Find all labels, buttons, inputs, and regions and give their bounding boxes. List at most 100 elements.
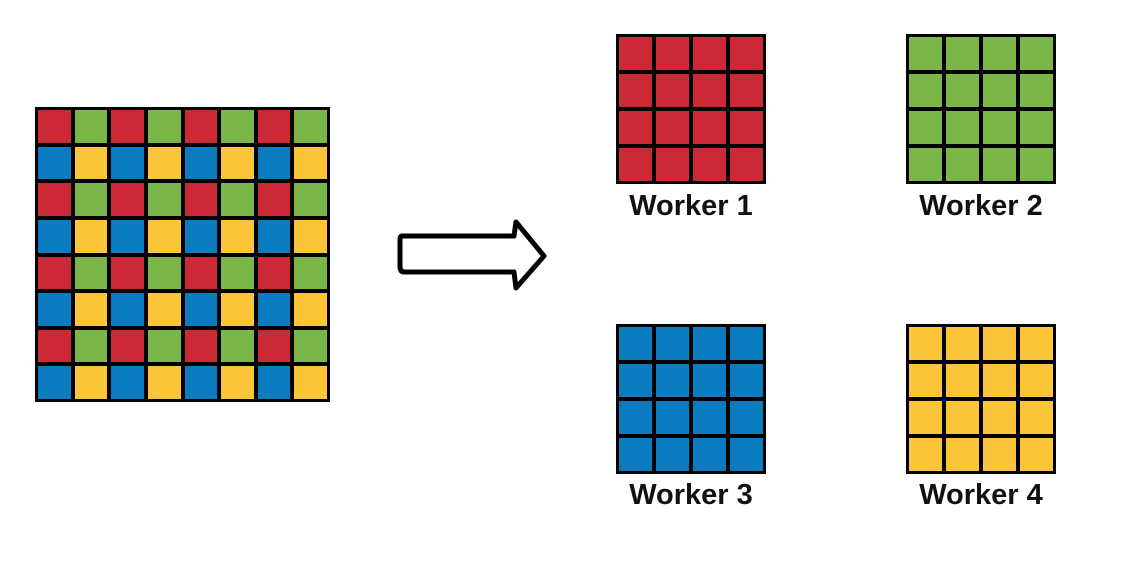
worker-2-cell: [946, 37, 979, 70]
worker-1-cell: [730, 74, 763, 107]
worker-1-cell: [656, 74, 689, 107]
source-cell-blue: [184, 219, 218, 253]
source-cell-yellow: [147, 366, 181, 399]
worker-3-cell: [619, 438, 652, 471]
worker-2-cell: [946, 111, 979, 144]
worker-1-cell: [730, 148, 763, 181]
source-cell-green: [294, 256, 327, 290]
source-cell-blue: [184, 293, 218, 326]
source-cell-green: [74, 110, 108, 143]
worker-1-grid: [616, 34, 766, 184]
source-cell-red: [257, 256, 291, 290]
worker-3-cell: [730, 364, 763, 397]
worker-2-label: Worker 2: [919, 190, 1043, 222]
worker-3-cell: [730, 438, 763, 471]
source-cell-yellow: [294, 366, 327, 399]
worker-1-cell: [730, 37, 763, 70]
source-cell-yellow: [221, 366, 254, 399]
source-cell-blue: [111, 293, 144, 326]
worker-2-cell: [983, 148, 1016, 181]
source-cell-red: [38, 183, 71, 216]
source-cell-blue: [257, 293, 291, 326]
source-cell-blue: [257, 219, 291, 253]
source-cell-blue: [111, 219, 144, 253]
source-cell-red: [111, 110, 144, 143]
source-cell-red: [257, 183, 291, 216]
worker-1-cell: [619, 74, 652, 107]
worker-4-cell: [1020, 438, 1053, 471]
worker-4-cell: [983, 364, 1016, 397]
source-cell-green: [147, 329, 181, 363]
worker-2-cell: [1020, 74, 1053, 107]
worker-2-cell: [946, 148, 979, 181]
source-cell-red: [184, 256, 218, 290]
worker-1-cell: [619, 37, 652, 70]
source-cell-red: [257, 110, 291, 143]
worker-1-cell: [730, 111, 763, 144]
source-cell-red: [184, 329, 218, 363]
source-cell-green: [294, 183, 327, 216]
worker-4-cell: [909, 438, 942, 471]
source-cell-yellow: [147, 293, 181, 326]
right-arrow-icon: [397, 219, 547, 291]
source-cell-blue: [184, 366, 218, 399]
worker-1-cell: [693, 37, 726, 70]
source-cell-yellow: [147, 146, 181, 180]
worker-4-cell: [1020, 327, 1053, 360]
source-cell-red: [38, 110, 71, 143]
source-cell-yellow: [294, 146, 327, 180]
worker-2-cell: [983, 111, 1016, 144]
worker-1-cell: [619, 111, 652, 144]
worker-2-cell: [909, 148, 942, 181]
worker-1-cell: [693, 74, 726, 107]
worker-3-cell: [730, 327, 763, 360]
source-cell-red: [38, 256, 71, 290]
worker-3-cell: [730, 401, 763, 434]
worker-2-cell: [983, 74, 1016, 107]
worker-2-cell: [909, 37, 942, 70]
source-cell-yellow: [221, 219, 254, 253]
worker-3-cell: [656, 327, 689, 360]
worker-2-cell: [1020, 37, 1053, 70]
worker-3-grid: [616, 324, 766, 474]
source-cell-green: [221, 110, 254, 143]
source-cell-yellow: [74, 293, 108, 326]
source-cell-green: [221, 329, 254, 363]
source-cell-blue: [257, 146, 291, 180]
worker-1-cell: [656, 148, 689, 181]
worker-2-cell: [983, 37, 1016, 70]
source-cell-red: [111, 183, 144, 216]
worker-4-cell: [983, 327, 1016, 360]
source-cell-green: [221, 256, 254, 290]
worker-4-cell: [946, 364, 979, 397]
worker-1-cell: [656, 111, 689, 144]
worker-4-grid: [906, 324, 1056, 474]
worker-4-label: Worker 4: [919, 479, 1043, 511]
worker-4-cell: [983, 401, 1016, 434]
source-cell-green: [294, 110, 327, 143]
worker-4-cell: [946, 327, 979, 360]
source-cell-red: [184, 110, 218, 143]
worker-3-label: Worker 3: [629, 479, 753, 511]
source-cell-green: [147, 256, 181, 290]
worker-3-cell: [693, 401, 726, 434]
worker-4-cell: [1020, 401, 1053, 434]
worker-2-cell: [909, 74, 942, 107]
source-cell-blue: [257, 366, 291, 399]
worker-4-cell: [909, 401, 942, 434]
source-cell-red: [111, 329, 144, 363]
source-cell-yellow: [147, 219, 181, 253]
source-cell-blue: [111, 146, 144, 180]
source-cell-green: [74, 329, 108, 363]
worker-2-cell: [1020, 111, 1053, 144]
source-cell-red: [184, 183, 218, 216]
source-cell-yellow: [74, 366, 108, 399]
worker-2-grid: [906, 34, 1056, 184]
worker-1-cell: [619, 148, 652, 181]
source-cell-blue: [184, 146, 218, 180]
source-grid: [35, 107, 330, 402]
source-cell-green: [294, 329, 327, 363]
worker-3-cell: [693, 327, 726, 360]
source-cell-green: [74, 183, 108, 216]
worker-1-cell: [693, 148, 726, 181]
